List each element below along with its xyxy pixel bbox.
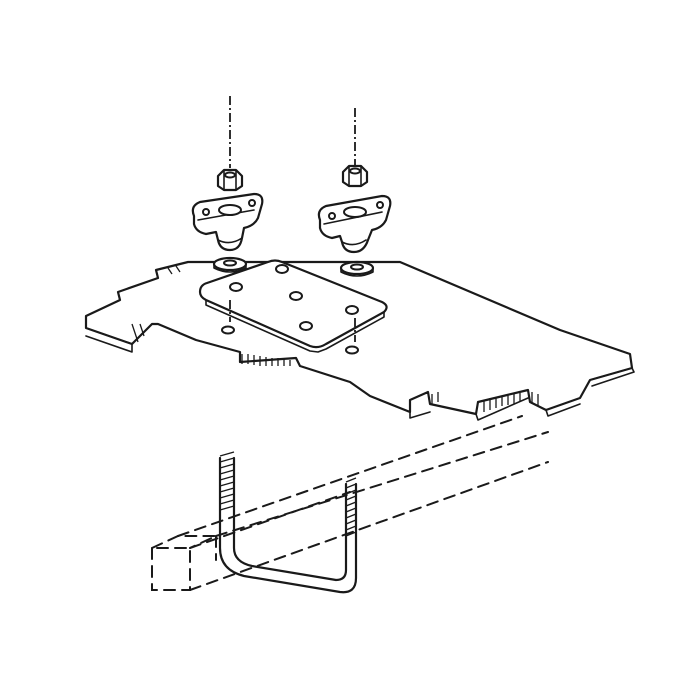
washer-icon-right — [339, 260, 375, 277]
saddle-bracket-icon-right — [317, 194, 392, 254]
mount-plate — [198, 259, 388, 353]
floor-hole-left — [221, 325, 235, 335]
plate-hole-2 — [275, 264, 289, 274]
cross-member-icon — [151, 415, 549, 591]
u-bolt-threads-left — [219, 451, 235, 511]
u-bolt-threads-right — [345, 477, 357, 537]
washer-icon — [212, 256, 248, 273]
plate-hole-3 — [289, 291, 303, 301]
plate-hole-5 — [345, 305, 359, 315]
plate-hole-1 — [229, 282, 243, 292]
bolt-nut-icon-right — [341, 164, 369, 188]
u-bolt-icon — [218, 451, 358, 594]
right-fastener-stack — [317, 164, 392, 277]
saddle-bracket-icon — [191, 192, 264, 252]
floor-panel — [84, 260, 635, 421]
left-fastener-stack — [191, 168, 264, 273]
floor-edge-hatch — [131, 265, 539, 412]
floor-hole-right — [345, 345, 359, 355]
bolt-nut-icon — [216, 168, 244, 192]
plate-hole-4 — [299, 321, 313, 331]
bolt-axis-lines — [229, 96, 356, 342]
